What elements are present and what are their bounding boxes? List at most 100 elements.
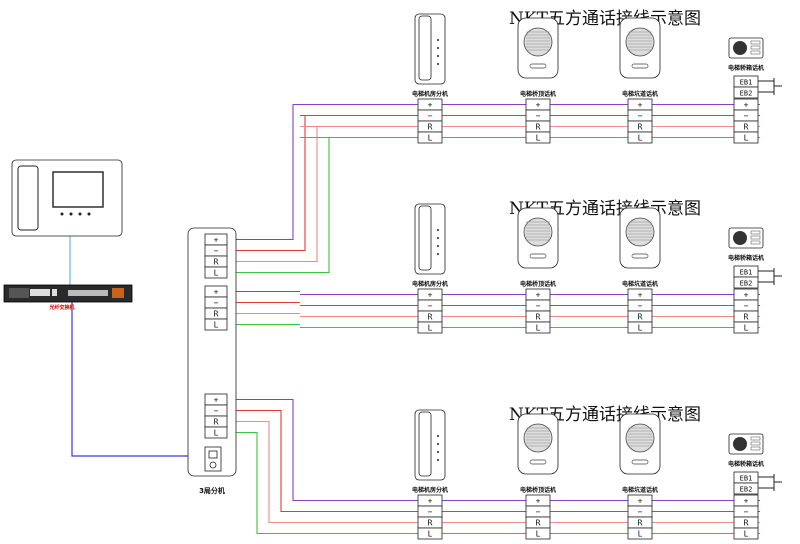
indoor-monitor	[11, 159, 123, 237]
device-3-terminal-label: −	[638, 302, 643, 311]
device-1-terminal-label: −	[428, 508, 433, 517]
device-1-terminal-label: R	[428, 519, 433, 528]
device-3-terminal-box	[627, 527, 653, 540]
device-label: 电梯机房分机	[412, 486, 448, 494]
device-1-terminal-label: −	[428, 302, 433, 311]
eb-terminal-label: EB1	[740, 475, 753, 483]
unit-block-2-terminal-label: +	[214, 288, 219, 297]
unit-block-1-terminal-label: R	[214, 258, 219, 267]
device-2-terminal-label: L	[536, 530, 541, 539]
device-label: 电梯坑道话机	[622, 90, 658, 98]
device-3-terminal-label: +	[638, 291, 643, 300]
device-1-terminal-label: −	[428, 112, 433, 121]
device-4-terminal-box	[733, 131, 759, 144]
device-1-terminal-box	[417, 131, 443, 144]
power-port-icon	[209, 461, 217, 469]
device-1-terminal-label: +	[428, 101, 433, 110]
device-4-terminal-label: +	[744, 101, 749, 110]
unit-label: 3局分机	[199, 486, 225, 495]
device-2-terminal-label: −	[536, 508, 541, 517]
rj45-port-icon	[208, 450, 218, 459]
fiber-switch: 光纤交换机	[3, 284, 133, 311]
unit-block-3-terminal-label: R	[214, 418, 219, 427]
unit-block-3-terminal-label: −	[214, 407, 219, 416]
device-3-terminal-label: −	[638, 508, 643, 517]
device-4-terminal-box	[733, 527, 759, 540]
eb-terminal-label: EB2	[740, 90, 753, 98]
device-1-terminal-box	[417, 321, 443, 334]
device-4-terminal-label: +	[744, 497, 749, 506]
device-label: 电梯坑道话机	[622, 486, 658, 494]
device-3-terminal-label: +	[638, 497, 643, 506]
device-2-terminal-label: L	[536, 134, 541, 143]
device-2-terminal-label: R	[536, 313, 541, 322]
device-3-terminal-label: R	[638, 519, 643, 528]
unit-block-1-terminal-box	[204, 266, 228, 279]
device-4-terminal-box	[733, 321, 759, 334]
wiring-group-2: NKT五方通话接线示意图电梯机房分机电梯桥顶话机电梯坑道话机电梯轿箱话机EB1E…	[412, 199, 782, 334]
device-label: 电梯桥顶话机	[520, 90, 556, 98]
device-1-terminal-label: R	[428, 313, 433, 322]
device-2-terminal-label: −	[536, 112, 541, 121]
eb-switch-icon	[758, 268, 782, 285]
device-2-terminal-box	[525, 321, 551, 334]
eb-terminal-label: EB1	[740, 269, 753, 277]
device-2-terminal-box	[525, 527, 551, 540]
unit-block-2-terminal-label: L	[214, 321, 219, 330]
device-label: 电梯机房分机	[412, 90, 448, 98]
unit-block-1-terminal-label: L	[214, 269, 219, 278]
device-4-terminal-label: −	[744, 112, 749, 121]
device-2-terminal-label: L	[536, 324, 541, 333]
device-1-terminal-box	[417, 527, 443, 540]
eb-terminal-label: EB2	[740, 486, 753, 494]
device-3-terminal-label: R	[638, 123, 643, 132]
wiring-group-1: NKT五方通话接线示意图电梯机房分机电梯桥顶话机电梯坑道话机电梯轿箱话机EB1E…	[412, 9, 782, 144]
device-4-terminal-label: +	[744, 291, 749, 300]
monitor-screen	[52, 171, 104, 208]
device-label: 电梯桥顶话机	[520, 486, 556, 494]
handset-icon	[17, 165, 39, 231]
device-1-terminal-label: +	[428, 291, 433, 300]
device-3-terminal-label: +	[638, 101, 643, 110]
eb-switch-icon	[758, 78, 782, 95]
device-4-terminal-label: R	[744, 519, 749, 528]
device-label: 电梯轿箱话机	[728, 254, 764, 262]
device-label: 电梯坑道话机	[622, 280, 658, 288]
unit-block-3-terminal-label: +	[214, 396, 219, 405]
device-2-terminal-label: −	[536, 302, 541, 311]
device-4-terminal-label: −	[744, 508, 749, 517]
device-4-terminal-label: L	[744, 530, 749, 539]
device-1-terminal-label: L	[428, 530, 433, 539]
unit-block-3-terminal-label: L	[214, 429, 219, 438]
eb-terminal-label: EB2	[740, 280, 753, 288]
device-2-terminal-label: +	[536, 101, 541, 110]
device-2-terminal-label: +	[536, 291, 541, 300]
device-1-terminal-label: L	[428, 324, 433, 333]
unit-block-2-terminal-box	[204, 318, 228, 331]
device-2-terminal-label: R	[536, 123, 541, 132]
extension-unit: +−RL+−RL+−RL 3局分机	[187, 227, 237, 495]
device-label: 电梯轿箱话机	[728, 460, 764, 468]
device-4-terminal-label: R	[744, 123, 749, 132]
device-4-terminal-label: −	[744, 302, 749, 311]
device-3-terminal-label: L	[638, 530, 643, 539]
device-1-terminal-label: L	[428, 134, 433, 143]
unit-block-2-terminal-label: −	[214, 299, 219, 308]
wiring-group-3: NKT五方通话接线示意图电梯机房分机电梯桥顶话机电梯坑道话机电梯轿箱话机EB1E…	[412, 405, 782, 540]
unit-block-1-terminal-label: −	[214, 247, 219, 256]
device-label: 电梯桥顶话机	[520, 280, 556, 288]
device-3-terminal-label: R	[638, 313, 643, 322]
device-3-terminal-box	[627, 321, 653, 334]
device-2-terminal-box	[525, 131, 551, 144]
device-2-terminal-label: +	[536, 497, 541, 506]
device-3-terminal-label: L	[638, 134, 643, 143]
device-1-terminal-label: +	[428, 497, 433, 506]
unit-block-3-terminal-box	[204, 426, 228, 439]
device-1-terminal-label: R	[428, 123, 433, 132]
device-2-terminal-label: R	[536, 519, 541, 528]
switch-label: 光纤交换机	[48, 304, 74, 311]
eb-terminal-label: EB1	[740, 79, 753, 87]
device-label: 电梯机房分机	[412, 280, 448, 288]
device-4-terminal-label: L	[744, 134, 749, 143]
